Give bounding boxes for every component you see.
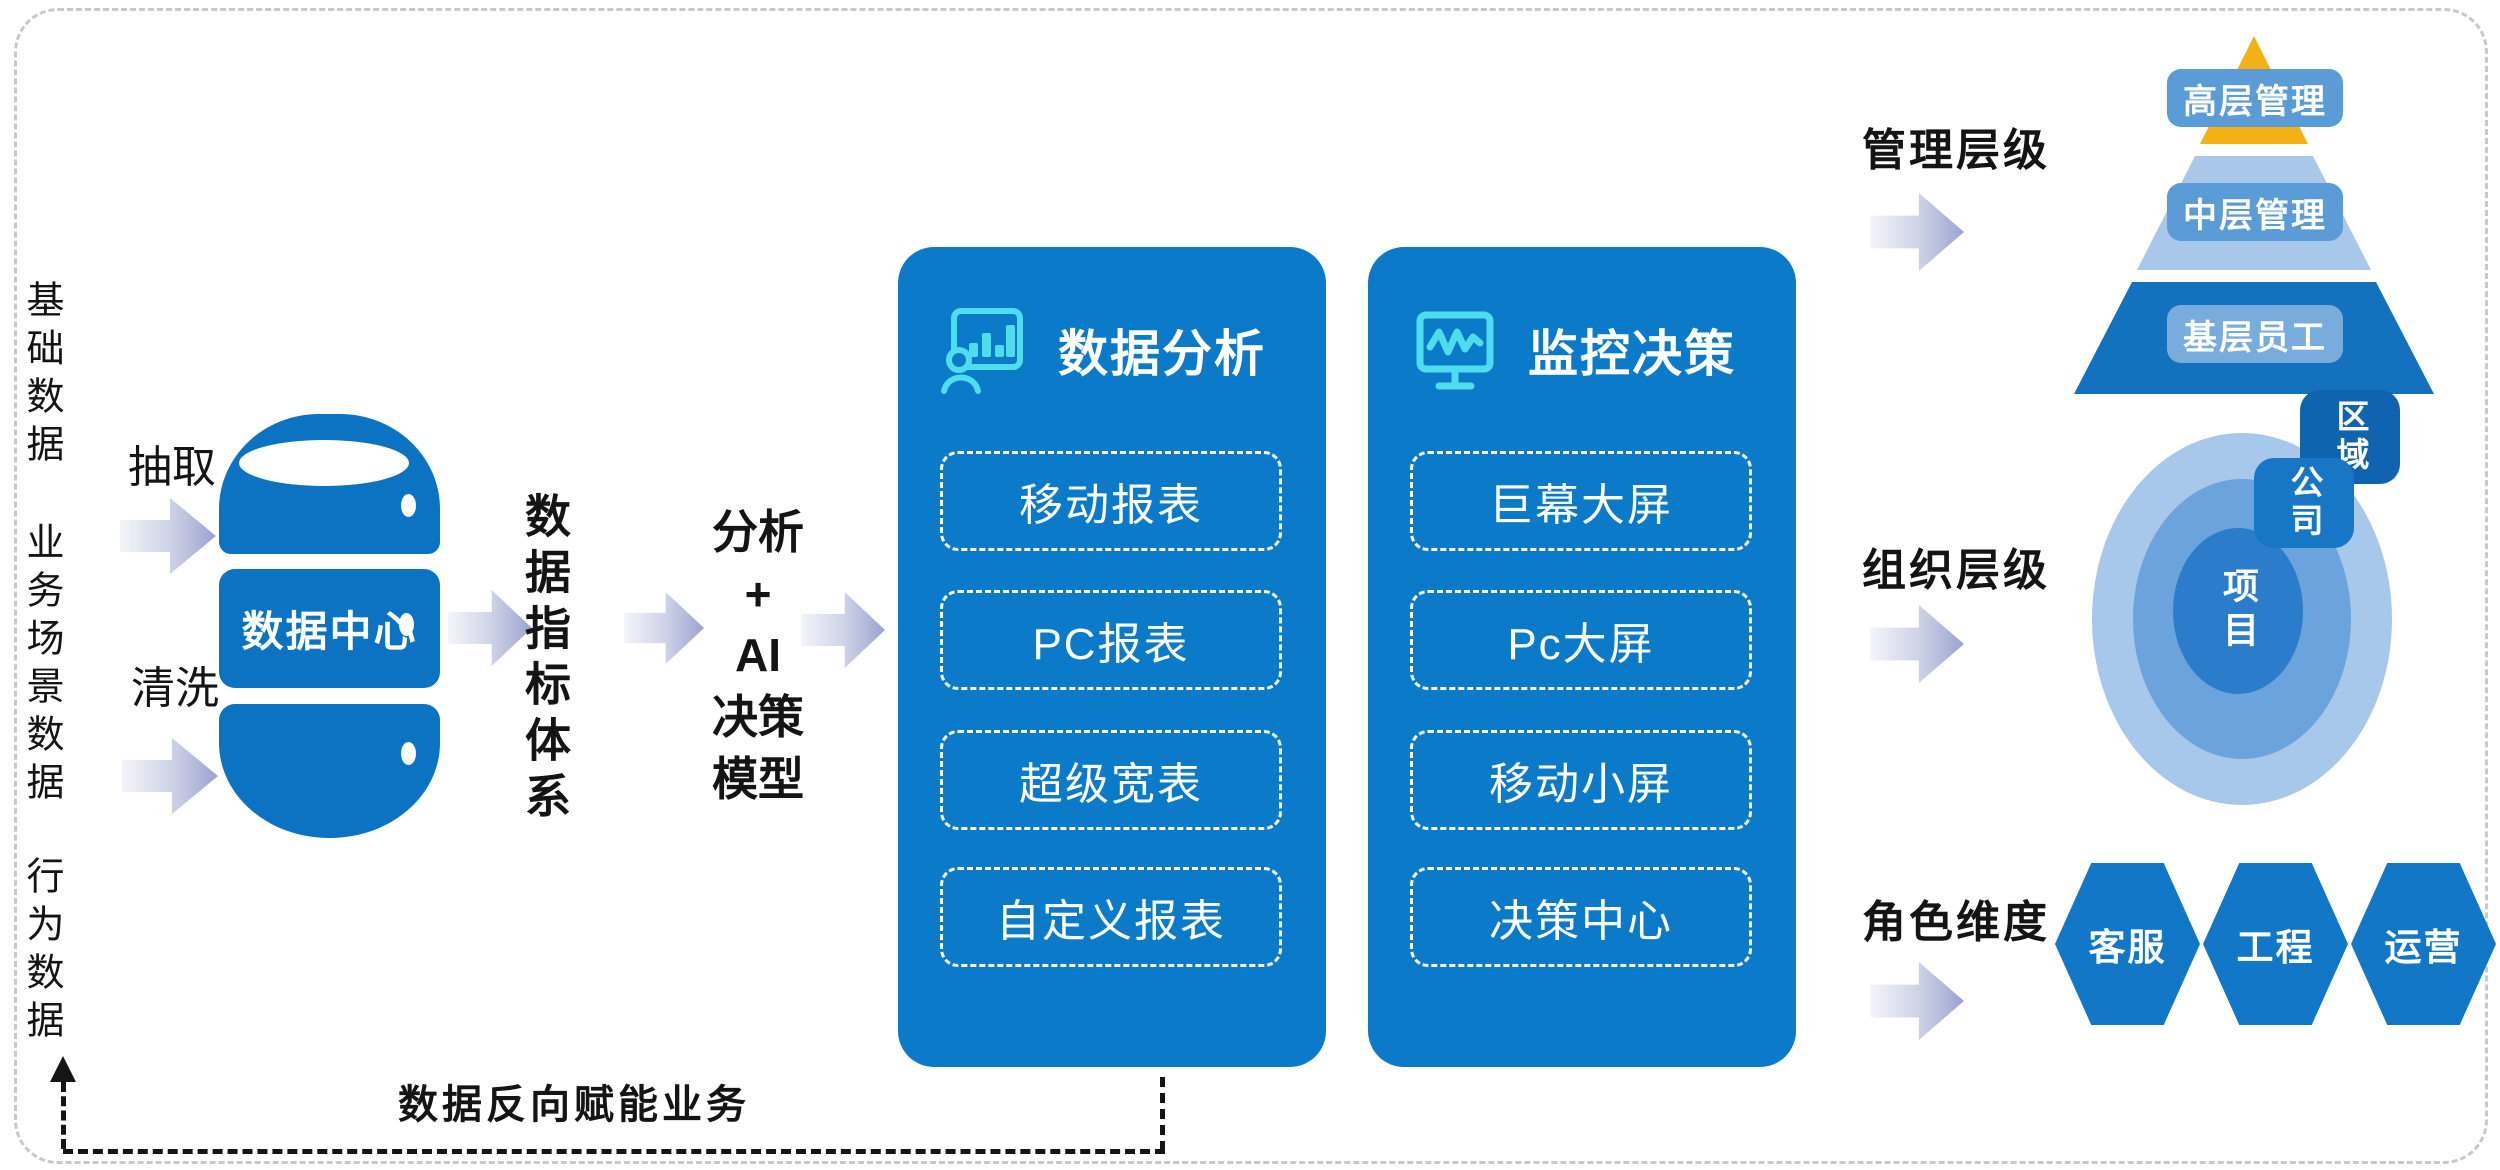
panel-header: 数据分析 [938, 303, 1266, 397]
panel-header: 监控决策 [1408, 303, 1736, 397]
data-center-label: 数据中心 [241, 608, 418, 655]
source-label-behavior-data: 行为数据 [20, 856, 62, 1048]
management-pyramid: 高层管理 中层管理 基层员工 [2072, 32, 2436, 394]
ai-decision-model-label: 分析 + AI 决策 模型 [688, 502, 828, 810]
database-dot [399, 613, 414, 636]
database-top-ellipse [239, 440, 409, 486]
database-bottom-band [219, 704, 440, 838]
panel-item: 移动报表 [940, 451, 1282, 551]
monitor-pulse-icon [1416, 311, 1494, 390]
dimension-label-management: 管理层级 [1862, 126, 2050, 175]
feedback-line-right [1160, 1077, 1165, 1151]
source-label-business-scene-data: 业务场景数据 [20, 522, 62, 810]
feedback-line-bottom [63, 1149, 1165, 1154]
feedback-label: 数据反向赋能业务 [398, 1083, 750, 1127]
ai-model-line: 分析 [712, 506, 804, 558]
diagram-border [14, 8, 2488, 1164]
dimension-label-organization: 组织层级 [1862, 546, 2050, 595]
feedback-line-left [61, 1082, 66, 1149]
ai-model-line: AI [735, 629, 781, 682]
org-tag-label: 公司 [2286, 465, 2323, 541]
panel-item: Pc大屏 [1410, 590, 1752, 690]
role-hexagon-engineering: 工程 [2203, 863, 2348, 1025]
panel-item: 决策中心 [1410, 867, 1752, 967]
ring-project: 项目 [2173, 528, 2303, 694]
panel-monitoring-decision: 监控决策 巨幕大屏 Pc大屏 移动小屏 决策中心 [1368, 247, 1796, 1067]
organization-rings: 项目 [2092, 433, 2392, 805]
panel-item: PC报表 [940, 590, 1282, 690]
database-top-band [219, 414, 440, 554]
presentation-chart-icon [941, 308, 1023, 394]
source-label-basic-data: 基础数据 [20, 280, 62, 472]
panel-data-analysis: 数据分析 移动报表 PC报表 超级宽表 自定义报表 [898, 247, 1326, 1067]
clean-label: 清洗 [131, 664, 219, 713]
role-hexagon-operations: 运营 [2351, 863, 2496, 1025]
panel-item: 巨幕大屏 [1410, 451, 1752, 551]
database-icon: 数据中心 [219, 414, 440, 838]
role-hexagon-customer-service: 客服 [2055, 863, 2200, 1025]
ring-center-label: 项目 [2218, 567, 2259, 655]
feedback-arrowhead-icon [50, 1056, 76, 1082]
database-dot [401, 494, 416, 517]
database-dot [401, 742, 416, 765]
panel-item: 超级宽表 [940, 730, 1282, 830]
ai-model-line: 决策 [712, 690, 804, 743]
org-tag-company: 公司 [2254, 458, 2354, 548]
panel-item: 移动小屏 [1410, 730, 1752, 830]
panel-item: 自定义报表 [940, 867, 1282, 967]
panel-title: 数据分析 [1058, 326, 1266, 382]
database-middle-band: 数据中心 [219, 569, 440, 688]
pyramid-level-top: 高层管理 [2167, 69, 2343, 127]
indicator-system-label: 数据指标体系 [519, 492, 571, 828]
ai-model-line: + [744, 567, 772, 620]
dimension-label-role: 角色维度 [1862, 898, 2050, 947]
panel-title: 监控决策 [1528, 326, 1736, 382]
extract-label: 抽取 [128, 443, 216, 492]
ai-model-line: 模型 [712, 752, 804, 805]
pyramid-level-base: 基层员工 [2167, 305, 2343, 363]
pyramid-level-middle: 中层管理 [2167, 183, 2343, 241]
